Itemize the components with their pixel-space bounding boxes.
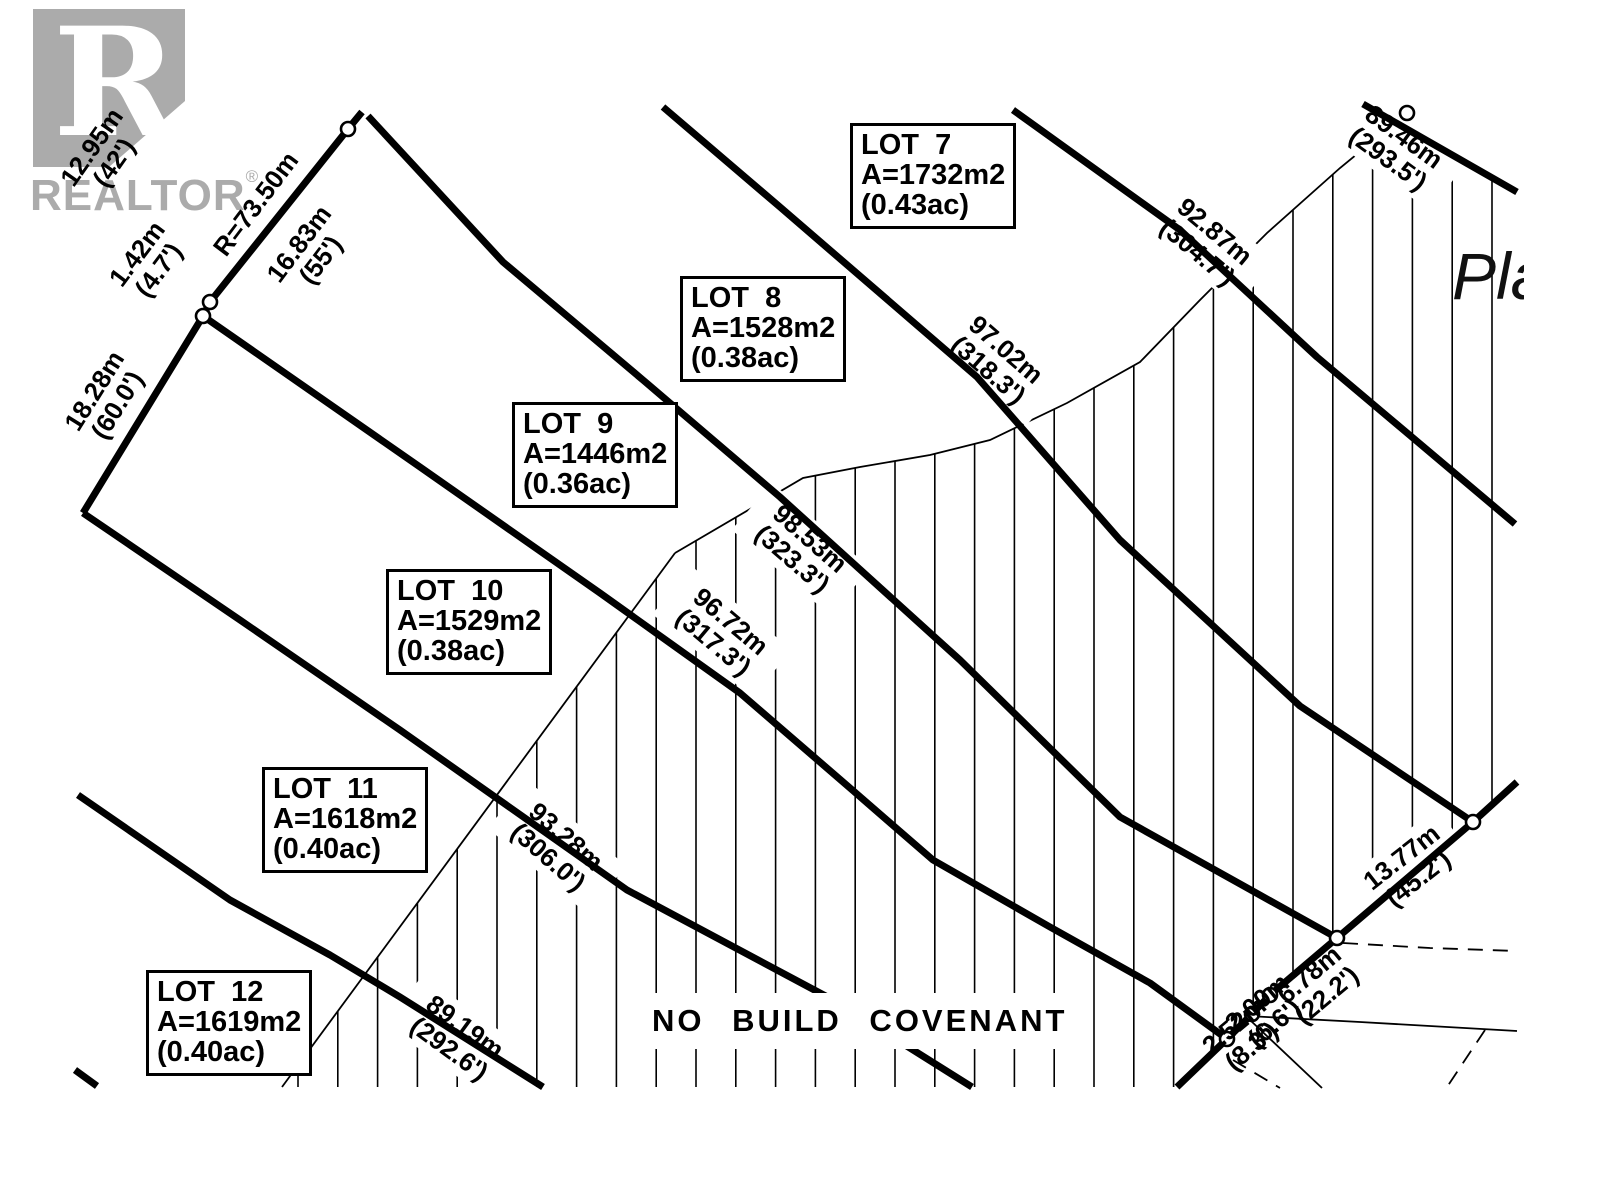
divider-lot11-12: [76, 792, 545, 1090]
lot-name: LOT 12: [157, 976, 264, 1008]
dashed-south-b: [1446, 1029, 1486, 1088]
covenant-edge-north: [674, 112, 1408, 554]
covenant-edge-west: [281, 552, 676, 1088]
dim-89-46-mask: [1325, 84, 1467, 212]
divider-lot7-8: [660, 104, 1475, 825]
survey-node: [339, 120, 357, 138]
survey-node: [194, 307, 212, 325]
lot-name: LOT 7: [861, 129, 952, 161]
lot-name: LOT 9: [523, 408, 614, 440]
lot-acres: (0.40ac): [273, 833, 382, 865]
dashed-east: [1342, 942, 1518, 952]
divider-lot9-10: [201, 313, 1230, 1042]
no-build-covenant-note: NO BUILD COVENANT: [636, 993, 1084, 1049]
lot-area: A=1446m2: [523, 438, 668, 470]
lot-area: A=1528m2: [691, 312, 836, 344]
dashed-south-a: [1232, 1059, 1281, 1089]
survey-node: [201, 293, 219, 311]
drawing-clip-margin: [1524, 0, 1600, 1200]
boundary-northeast: [1361, 100, 1519, 196]
corner-mark-southwest: [72, 1067, 100, 1089]
survey-node: [1398, 104, 1416, 122]
lot-acres: (0.38ac): [397, 635, 506, 667]
survey-node: [1243, 1005, 1261, 1023]
lot-name: LOT 8: [691, 282, 782, 314]
dim-92-87-mask: [1136, 176, 1276, 308]
lot-area: A=1619m2: [157, 1006, 302, 1038]
survey-node: [1328, 929, 1346, 947]
dim-97-02-mask: [927, 293, 1067, 427]
lot-name: LOT 10: [397, 575, 504, 607]
divider-lot8-9: [365, 113, 1339, 942]
lot-acres: (0.40ac): [157, 1036, 266, 1068]
realtor-wordmark: REALTOR®: [30, 167, 260, 220]
tie-line-east: [1247, 1015, 1518, 1032]
lot-area: A=1529m2: [397, 605, 542, 637]
tie-line-south: [1249, 1019, 1323, 1089]
dim-98-53-mask: [731, 482, 871, 616]
boundary-lot7-east: [1010, 107, 1518, 527]
lot-area: A=1732m2: [861, 159, 1006, 191]
survey-node: [1261, 986, 1279, 1004]
lot-acres: (0.38ac): [691, 342, 800, 374]
registered-mark: ®: [245, 167, 260, 186]
dim-89-19-mask: [386, 974, 528, 1102]
survey-node: [1464, 813, 1482, 831]
dim-96-72-mask: [652, 566, 792, 698]
dim-13-77-mask: [1345, 808, 1475, 928]
realtor-logo-block: R: [33, 0, 185, 171]
lot-acres: (0.36ac): [523, 468, 632, 500]
lot-acres: (0.43ac): [861, 189, 970, 221]
survey-node: [1218, 1030, 1236, 1048]
lot-area: A=1618m2: [273, 803, 418, 835]
lot-name: LOT 11: [273, 773, 378, 805]
